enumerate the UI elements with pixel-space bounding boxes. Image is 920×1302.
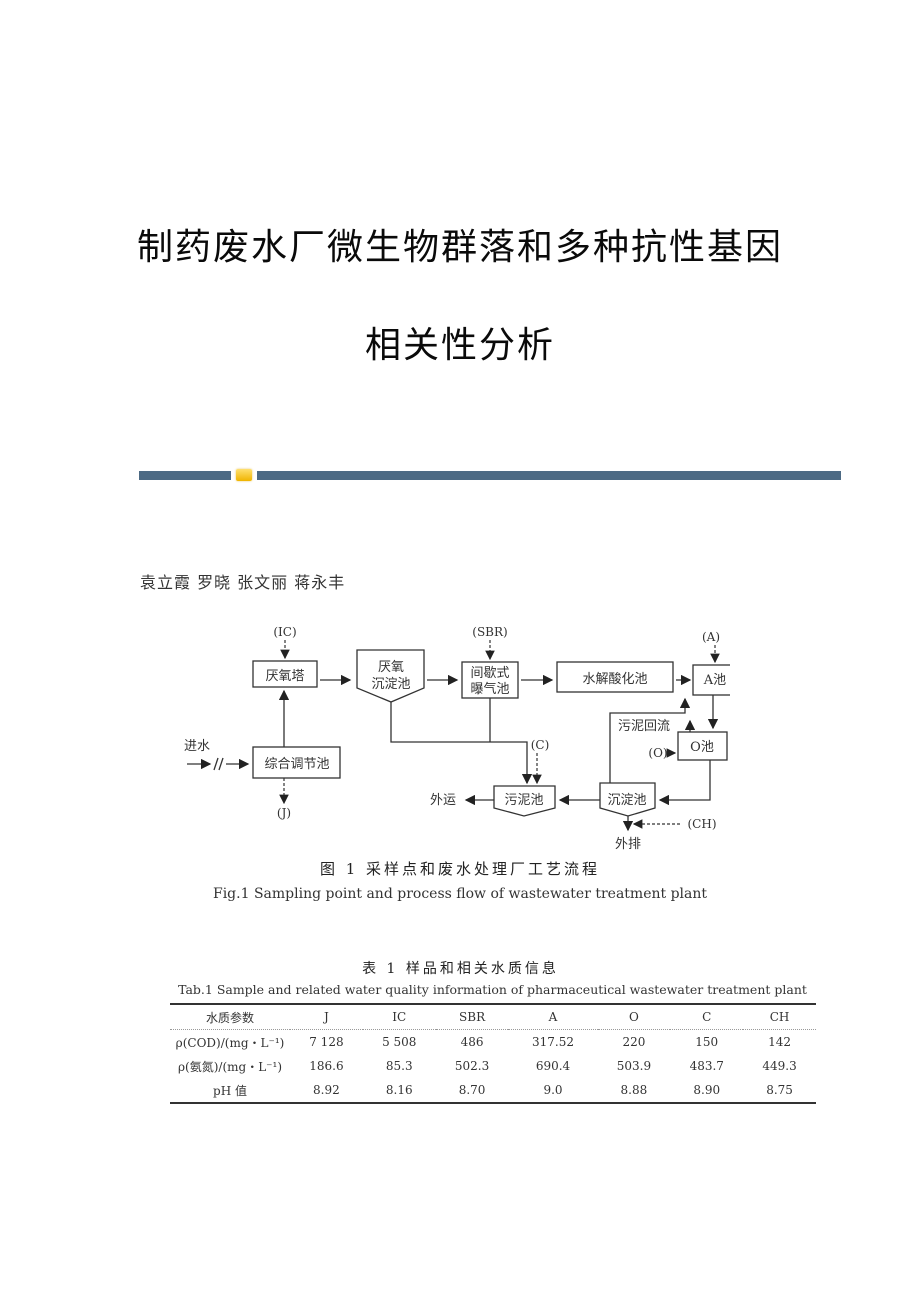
cell: 8.90: [693, 1083, 721, 1097]
table-row: pH 值 8.92 8.16 8.70 9.0 8.88 8.90 8.75: [170, 1078, 816, 1103]
cell: 5 508: [382, 1035, 417, 1049]
divider-bar-left: [139, 471, 231, 480]
label-discharge: 外排: [615, 837, 641, 852]
sample-ch: (CH): [687, 817, 716, 831]
row-label: pH 值: [213, 1083, 247, 1098]
row-label: ρ(氨氮)/(mg・L⁻¹): [178, 1059, 282, 1074]
label-settling-tank: 沉淀池: [607, 793, 646, 808]
node-hydrolysis: [556, 661, 674, 693]
label-sludge-tank: 污泥池: [504, 793, 543, 808]
label-sbr-1: 间歇式: [470, 666, 509, 681]
node-o-tank: [677, 731, 728, 761]
label-anaerobic-settling-2: 沉淀池: [371, 677, 410, 692]
node-anaerobic-tower: [252, 660, 318, 688]
divider-bar-right: [257, 471, 841, 480]
label-inflow: 进水: [184, 739, 210, 754]
row-label: ρ(COD)/(mg・L⁻¹): [175, 1035, 285, 1050]
label-equalization: 综合调节池: [264, 757, 329, 772]
col-header: A: [548, 1010, 558, 1024]
cell: 8.75: [766, 1083, 793, 1097]
cell: 690.4: [535, 1059, 571, 1073]
col-header: IC: [392, 1010, 407, 1024]
table-header-row: 水质参数 J IC SBR A O C CH: [170, 1004, 816, 1030]
sample-sbr: (SBR): [472, 625, 507, 639]
col-header: SBR: [459, 1010, 486, 1024]
col-header: CH: [769, 1010, 790, 1024]
node-a-tank: [692, 664, 730, 696]
sample-ic: (IC): [273, 625, 296, 639]
figure-caption-cn: 图 1 采样点和废水处理厂工艺流程: [319, 860, 601, 878]
table-caption-cn: 表 1 样品和相关水质信息: [362, 961, 559, 977]
label-anaerobic-tower: 厌氧塔: [265, 669, 304, 684]
cell: 8.16: [385, 1083, 413, 1097]
cell: 186.6: [309, 1059, 344, 1073]
label-o-tank: O池: [690, 740, 714, 755]
sample-a: (A): [702, 630, 720, 644]
node-equalization: [252, 746, 341, 779]
label-a-tank: A池: [703, 673, 726, 688]
label-anaerobic-settling-1: 厌氧: [378, 660, 404, 675]
process-flow-diagram: 厌氧塔 厌氧 沉淀池 间歇式 曝气池 水解酸化池 A池 O池 综合调节池 污泥池…: [184, 625, 730, 852]
cell: 8.88: [620, 1083, 648, 1097]
label-sludge-return: 污泥回流: [618, 719, 670, 734]
cell: 486: [460, 1035, 484, 1049]
cell: 483.7: [689, 1059, 724, 1073]
table-row: ρ(COD)/(mg・L⁻¹) 7 128 5 508 486 317.52 2…: [170, 1030, 816, 1055]
paper-title-line2: 相关性分析: [364, 325, 555, 366]
cell: 150: [695, 1035, 719, 1049]
cell: 142: [768, 1035, 792, 1049]
cell: 7 128: [309, 1035, 344, 1049]
node-anaerobic-settling: [356, 649, 425, 703]
water-quality-table: 水质参数 J IC SBR A O C CH ρ(COD)/(mg・L⁻¹) 7…: [170, 1003, 816, 1104]
col-header: 水质参数: [205, 1010, 254, 1025]
cell: 503.9: [616, 1059, 652, 1073]
cell: 8.70: [458, 1083, 486, 1097]
node-settling-tank: [599, 782, 656, 817]
cell: 317.52: [531, 1035, 574, 1049]
cell: 85.3: [385, 1059, 413, 1073]
col-header: J: [324, 1010, 329, 1024]
label-export: 外运: [430, 793, 456, 808]
divider-gem-icon: [236, 469, 252, 481]
author-list: 袁立霞 罗晓 张文丽 蒋永丰: [140, 573, 346, 592]
sample-o: (O): [648, 746, 667, 760]
cell: 8.92: [313, 1083, 340, 1097]
table-row: ρ(氨氮)/(mg・L⁻¹) 186.6 85.3 502.3 690.4 50…: [170, 1054, 816, 1078]
col-header: O: [628, 1010, 639, 1024]
sample-c: (C): [531, 738, 550, 752]
cell: 9.0: [543, 1083, 563, 1097]
label-sbr-2: 曝气池: [470, 681, 509, 697]
sample-j: (J): [277, 806, 291, 820]
paper-title-line1: 制药废水厂微生物群落和多种抗性基因: [136, 227, 783, 268]
cell: 220: [622, 1035, 646, 1049]
label-hydrolysis: 水解酸化池: [582, 672, 647, 687]
node-sludge-tank: [493, 785, 556, 817]
figure-caption-en: Fig.1 Sampling point and process flow of…: [212, 886, 707, 902]
table-caption-en: Tab.1 Sample and related water quality i…: [178, 982, 807, 997]
cell: 449.3: [762, 1059, 797, 1073]
col-header: C: [702, 1010, 712, 1024]
cell: 502.3: [454, 1059, 490, 1073]
